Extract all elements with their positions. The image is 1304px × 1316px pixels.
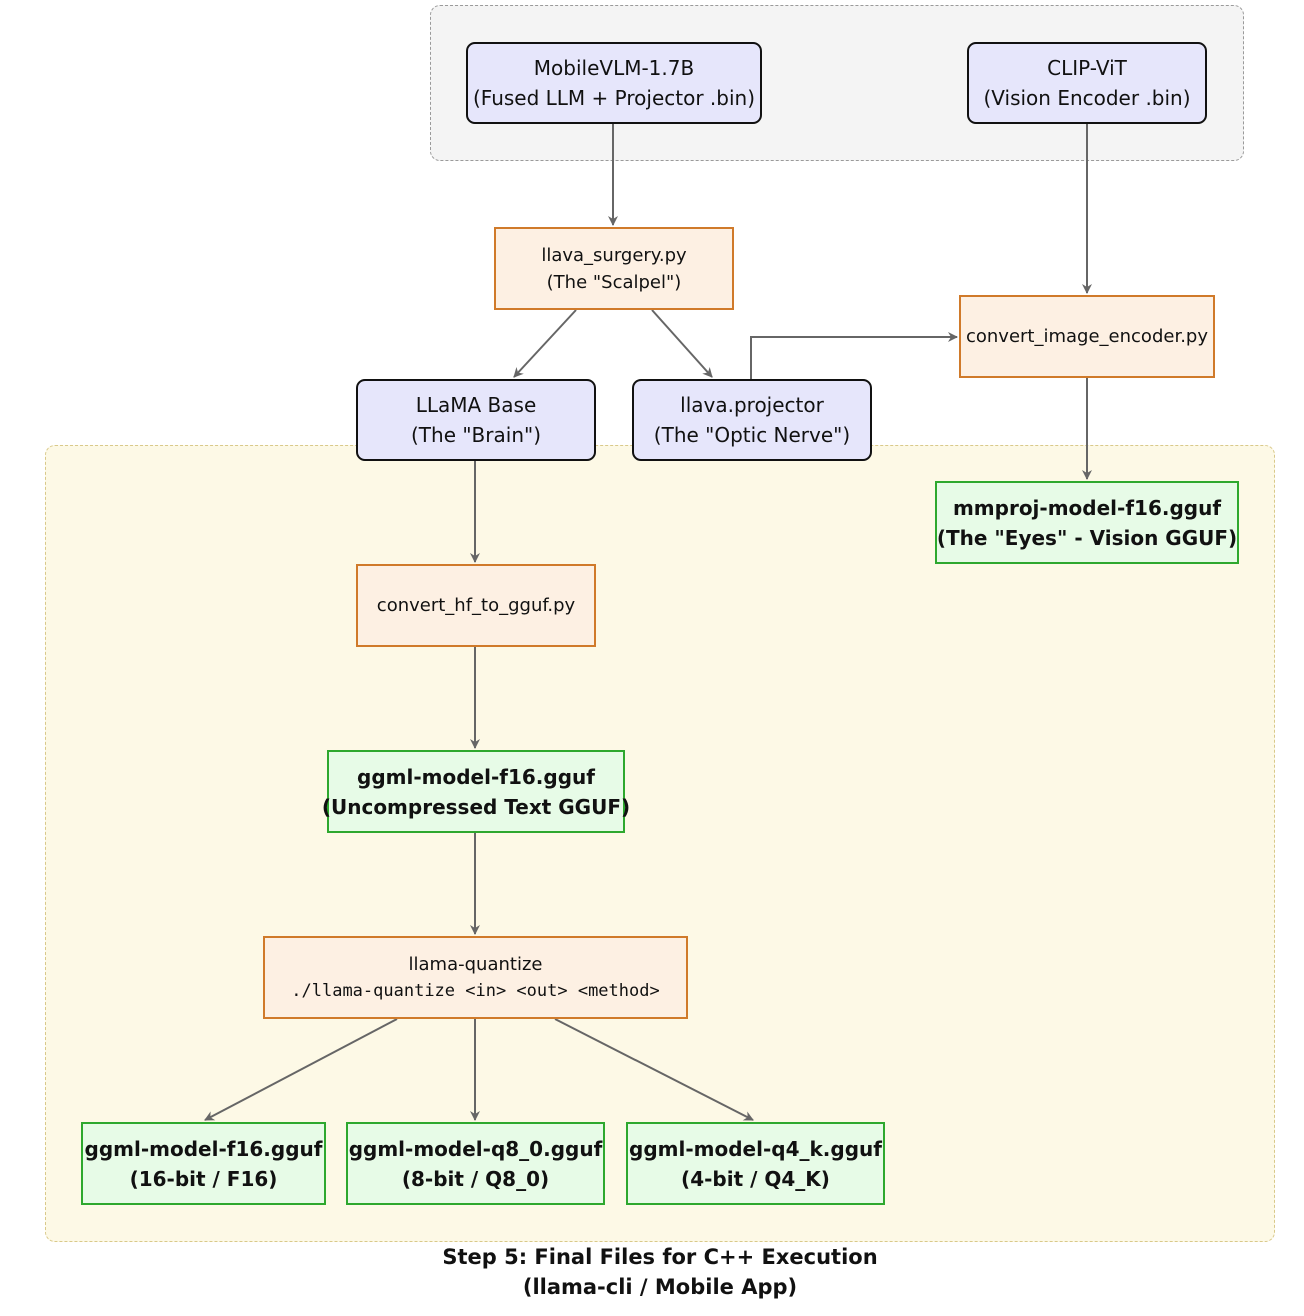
convert-image-encoder-node: convert_image_encoder.py	[959, 295, 1215, 378]
edge-surgery-to-projector	[651, 309, 713, 378]
clip-vit-node: CLIP-ViT (Vision Encoder .bin)	[967, 42, 1207, 124]
llava-surgery-node: llava_surgery.py (The "Scalpel")	[494, 227, 734, 310]
llava-surgery-subtitle: (The "Scalpel")	[546, 271, 682, 293]
out-q4-title: ggml-model-q4_k.gguf	[629, 1136, 882, 1161]
out-q4-subtitle: (4-bit / Q4_K)	[681, 1166, 830, 1191]
out-q4-node: ggml-model-q4_k.gguf (4-bit / Q4_K)	[626, 1122, 885, 1205]
out-f16-title: ggml-model-f16.gguf	[84, 1136, 323, 1161]
llava-projector-subtitle: (The "Optic Nerve")	[653, 423, 851, 447]
llama-base-subtitle: (The "Brain")	[411, 423, 541, 447]
mmproj-subtitle: (The "Eyes" - Vision GGUF)	[936, 525, 1238, 550]
llama-quantize-command: ./llama-quantize <in> <out> <method>	[291, 980, 660, 1001]
ggml-f16-mid-node: ggml-model-f16.gguf (Uncompressed Text G…	[322, 750, 630, 833]
out-q8-title: ggml-model-q8_0.gguf	[348, 1136, 603, 1161]
llama-base-node: LLaMA Base (The "Brain")	[356, 379, 596, 461]
out-f16-node: ggml-model-f16.gguf (16-bit / F16)	[81, 1122, 326, 1205]
caption-line-2: (llama-cli / Mobile App)	[522, 1275, 798, 1299]
mobilevlm-title: MobileVLM-1.7B	[533, 56, 695, 80]
llama-base-title: LLaMA Base	[415, 393, 537, 417]
llama-quantize-node: llama-quantize ./llama-quantize <in> <ou…	[263, 936, 688, 1019]
clip-vit-subtitle: (Vision Encoder .bin)	[983, 86, 1191, 110]
out-q8-node: ggml-model-q8_0.gguf (8-bit / Q8_0)	[346, 1122, 605, 1205]
llava-projector-node: llava.projector (The "Optic Nerve")	[632, 379, 872, 461]
out-q8-subtitle: (8-bit / Q8_0)	[401, 1166, 550, 1191]
mmproj-title: mmproj-model-f16.gguf	[952, 495, 1222, 520]
caption-line-1: Step 5: Final Files for C++ Execution	[442, 1245, 878, 1269]
edge-projector-to-convert-image	[750, 332, 958, 379]
convert-hf-node: convert_hf_to_gguf.py	[356, 564, 596, 647]
final-files-region	[45, 445, 1275, 1242]
ggml-f16-mid-subtitle: (Uncompressed Text GGUF)	[321, 794, 631, 819]
mobilevlm-node: MobileVLM-1.7B (Fused LLM + Projector .b…	[466, 42, 762, 124]
edge-quantize-to-out-f16	[204, 1018, 398, 1121]
convert-image-encoder-title: convert_image_encoder.py	[965, 326, 1208, 347]
clip-vit-title: CLIP-ViT	[1047, 56, 1127, 80]
llava-surgery-title: llava_surgery.py	[541, 244, 687, 266]
edge-quantize-to-out-q4	[554, 1018, 754, 1121]
final-files-caption: Step 5: Final Files for C++ Execution (l…	[330, 1242, 990, 1302]
edge-surgery-to-llama-base	[513, 309, 577, 378]
out-f16-subtitle: (16-bit / F16)	[129, 1166, 278, 1191]
mobilevlm-subtitle: (Fused LLM + Projector .bin)	[472, 86, 755, 110]
llama-quantize-title: llama-quantize	[408, 953, 543, 975]
convert-hf-title: convert_hf_to_gguf.py	[376, 595, 576, 616]
llava-projector-title: llava.projector	[680, 393, 824, 417]
ggml-f16-mid-title: ggml-model-f16.gguf	[357, 764, 595, 789]
mmproj-node: mmproj-model-f16.gguf (The "Eyes" - Visi…	[935, 481, 1239, 564]
